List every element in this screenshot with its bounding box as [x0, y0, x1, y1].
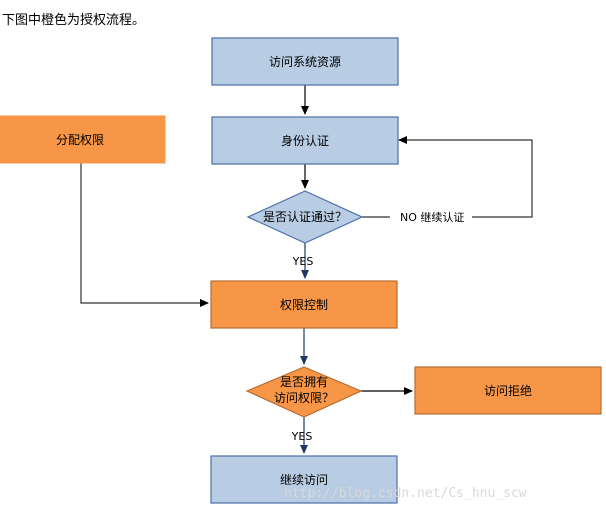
node-continue-access-label: 继续访问	[280, 473, 328, 487]
node-assign-permission-label: 分配权限	[56, 133, 104, 147]
node-access-resource: 访问系统资源	[211, 37, 399, 86]
node-auth-passed-decision: 是否认证通过？	[246, 190, 364, 244]
node-has-permission-label-2: 访问权限？	[274, 391, 334, 405]
watermark: http://blog.csdn.net/Cs_hnu_scw	[284, 486, 527, 501]
node-permission-control: 权限控制	[210, 280, 398, 329]
edge-label-yes-1: YES	[292, 255, 314, 268]
node-access-denied: 访问拒绝	[414, 366, 602, 415]
node-permission-control-label: 权限控制	[280, 298, 328, 312]
node-access-denied-label: 访问拒绝	[484, 383, 532, 398]
node-auth-passed-label: 是否认证通过？	[263, 210, 347, 224]
node-identity-auth: 身份认证	[211, 116, 399, 165]
node-access-resource-label: 访问系统资源	[269, 55, 341, 69]
node-assign-permission: 分配权限	[0, 115, 166, 164]
node-identity-auth-label: 身份认证	[281, 133, 329, 148]
caption: 下图中橙色为授权流程。	[2, 13, 146, 28]
edge-label-yes-2: YES	[291, 430, 313, 443]
edge-label-bg	[390, 209, 472, 225]
edge-assign-to-control	[80, 163, 209, 307]
edge-label-no-continue: NO 继续认证	[400, 210, 464, 224]
node-has-permission-decision: 是否拥有 访问权限？	[245, 366, 363, 418]
node-continue-access: 继续访问	[210, 455, 398, 504]
node-has-permission-label-1: 是否拥有	[280, 375, 328, 389]
